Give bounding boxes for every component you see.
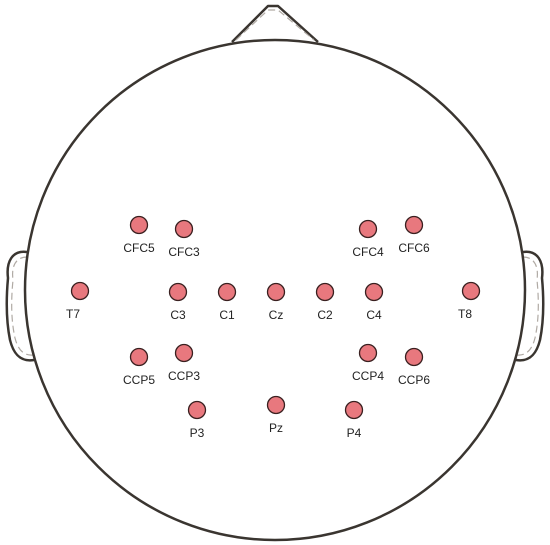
electrode-ccp4: CCP4 <box>352 343 384 383</box>
electrode-label: CCP5 <box>123 373 155 387</box>
head-outline <box>23 38 527 542</box>
electrode-marker <box>358 343 378 363</box>
electrode-label: CCP4 <box>352 369 384 383</box>
electrode-label: CCP6 <box>398 373 430 387</box>
electrode-label: C4 <box>366 308 382 322</box>
electrode-t7: T7 <box>66 281 90 321</box>
electrode-pz: Pz <box>266 395 286 435</box>
electrode-label: C3 <box>170 308 186 322</box>
electrode-marker <box>315 282 335 302</box>
electrode-label: Cz <box>269 308 284 322</box>
electrode-marker <box>461 281 481 301</box>
electrode-cz: Cz <box>266 282 286 322</box>
electrode-cfc3: CFC3 <box>168 219 200 259</box>
electrode-marker <box>344 400 364 420</box>
right-ear-icon <box>515 250 545 362</box>
left-ear-icon <box>5 250 35 362</box>
electrode-marker <box>358 219 378 239</box>
electrode-label: CFC5 <box>123 241 155 255</box>
electrode-cfc5: CFC5 <box>123 215 155 255</box>
electrode-label: CCP3 <box>168 369 200 383</box>
electrode-marker <box>187 400 207 420</box>
electrode-label: CFC6 <box>398 241 430 255</box>
electrode-ccp6: CCP6 <box>398 347 430 387</box>
electrode-label: Pz <box>269 421 283 435</box>
electrode-marker <box>168 282 188 302</box>
electrode-marker <box>174 343 194 363</box>
electrode-marker <box>404 347 424 367</box>
electrode-c1: C1 <box>217 282 237 322</box>
nose-icon <box>231 4 319 43</box>
electrode-marker <box>266 282 286 302</box>
electrode-marker <box>70 281 90 301</box>
electrode-label: P4 <box>347 426 362 440</box>
electrode-marker <box>364 282 384 302</box>
electrode-label: CFC4 <box>352 245 384 259</box>
electrode-marker <box>174 219 194 239</box>
electrode-marker <box>217 282 237 302</box>
electrode-label: T7 <box>66 307 80 321</box>
electrode-label: CFC3 <box>168 245 200 259</box>
electrode-c3: C3 <box>168 282 188 322</box>
electrode-t8: T8 <box>458 281 481 321</box>
electrode-ccp3: CCP3 <box>168 343 200 383</box>
electrode-marker <box>129 215 149 235</box>
electrode-c2: C2 <box>315 282 335 322</box>
electrode-marker <box>404 215 424 235</box>
electrode-label: C2 <box>317 308 333 322</box>
electrode-marker <box>129 347 149 367</box>
electrode-label: C1 <box>219 308 235 322</box>
electrode-c4: C4 <box>364 282 384 322</box>
electrode-label: T8 <box>458 307 472 321</box>
electrode-cfc4: CFC4 <box>352 219 384 259</box>
electrode-ccp5: CCP5 <box>123 347 155 387</box>
electrode-marker <box>266 395 286 415</box>
electrode-cfc6: CFC6 <box>398 215 430 255</box>
electrode-label: P3 <box>190 426 205 440</box>
electrode-p4: P4 <box>344 400 364 440</box>
electrode-p3: P3 <box>187 400 207 440</box>
